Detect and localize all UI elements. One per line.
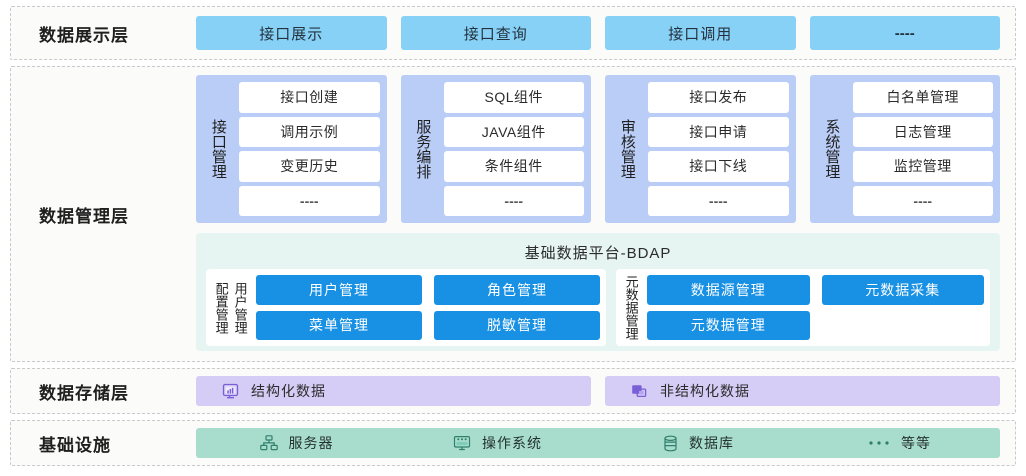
management-group-service-orchestration: 服务编排 SQL组件 JAVA组件 条件组件 ----: [400, 75, 591, 223]
management-item-java-component[interactable]: JAVA组件: [443, 116, 584, 147]
layer-presentation: 数据展示层 接口展示 接口查询 接口调用 ----: [10, 6, 1016, 60]
bdap-group-metadata-grid: 数据源管理 元数据采集 元数据管理: [643, 275, 984, 340]
bdap-panel-title: 基础数据平台-BDAP: [524, 245, 672, 262]
ellipsis-icon: [868, 439, 890, 447]
management-item-sql-component[interactable]: SQL组件: [443, 82, 584, 113]
structured-data-icon: [222, 383, 239, 400]
management-group-system-items: 白名单管理 日志管理 监控管理 ----: [852, 82, 993, 216]
layer-storage-body: 结构化数据 非结构化数据: [196, 369, 1015, 413]
management-item-change-history[interactable]: 变更历史: [239, 151, 380, 182]
bdap-panel: 基础数据平台-BDAP 配置管理 用户管理 用户管理 角色管理: [196, 233, 1000, 351]
layer-storage: 数据存储层 结构化数据: [10, 368, 1016, 414]
bdap-chip-user-management[interactable]: 用户管理: [256, 275, 422, 305]
presentation-chip-interface-query[interactable]: 接口查询: [400, 16, 591, 50]
bdap-chip-role-management[interactable]: 角色管理: [434, 275, 600, 305]
bdap-group-user-config-grid: 用户管理 角色管理 菜单管理 脱敏管理: [252, 275, 600, 340]
management-item-interface-offline[interactable]: 接口下线: [648, 151, 789, 182]
layer-infrastructure-body: 服务器 操作系统: [196, 421, 1015, 465]
infrastructure-item-database-label: 数据库: [689, 435, 734, 451]
infrastructure-bar: 服务器 操作系统: [196, 428, 1000, 458]
management-item-interface-publish[interactable]: 接口发布: [648, 82, 789, 113]
management-group-system: 系统管理 白名单管理 日志管理 监控管理 ----: [809, 75, 1000, 223]
presentation-chip-interface-invoke[interactable]: 接口调用: [605, 16, 796, 50]
management-group-system-title: 系统管理: [823, 119, 841, 179]
layer-infrastructure: 基础设施 服务器: [10, 420, 1016, 466]
layer-management-label: 数据管理层: [39, 206, 129, 226]
storage-chip-structured[interactable]: 结构化数据: [196, 376, 591, 406]
bdap-group-user-config-labels: 配置管理 用户管理: [212, 275, 248, 340]
infrastructure-item-database[interactable]: 数据库: [598, 433, 799, 453]
bdap-group-user-config: 配置管理 用户管理 用户管理 角色管理 菜单管理 脱敏管理: [206, 269, 606, 346]
bdap-chip-datasource-management[interactable]: 数据源管理: [647, 275, 810, 305]
management-item-log[interactable]: 日志管理: [852, 116, 993, 147]
bdap-row-4: 元数据管理: [647, 310, 985, 341]
management-group-interface-title: 接口管理: [209, 119, 227, 179]
layer-storage-label: 数据存储层: [39, 383, 129, 403]
bdap-chip-desensitization-management[interactable]: 脱敏管理: [434, 310, 600, 340]
bdap-chip-placeholder: [822, 311, 985, 341]
server-icon: [259, 434, 278, 452]
infrastructure-item-server[interactable]: 服务器: [196, 433, 397, 453]
management-groups-row: 接口管理 接口创建 调用示例 变更历史 ---- 服务编排 SQL组件 JAVA…: [196, 75, 1000, 223]
management-item-service-more[interactable]: ----: [443, 185, 584, 216]
bdap-chip-metadata-management[interactable]: 元数据管理: [647, 310, 810, 340]
management-item-system-more[interactable]: ----: [852, 185, 993, 216]
operating-system-icon: [453, 435, 471, 452]
layer-presentation-body: 接口展示 接口查询 接口调用 ----: [196, 7, 1015, 59]
presentation-chip-more[interactable]: ----: [809, 16, 1000, 50]
bdap-group-metadata-labels: 元数据管理: [622, 275, 639, 340]
management-group-interface-items: 接口创建 调用示例 变更历史 ----: [239, 82, 380, 216]
layer-presentation-label: 数据展示层: [39, 25, 129, 45]
management-group-audit-items: 接口发布 接口申请 接口下线 ----: [648, 82, 789, 216]
bdap-row-2: 菜单管理 脱敏管理: [256, 310, 600, 340]
management-item-monitor[interactable]: 监控管理: [852, 151, 993, 182]
bdap-label-user-management: 用户管理: [232, 281, 248, 334]
presentation-chip-interface-display[interactable]: 接口展示: [196, 16, 387, 50]
management-item-whitelist[interactable]: 白名单管理: [852, 82, 993, 113]
management-group-interface: 接口管理 接口创建 调用示例 变更历史 ----: [196, 75, 387, 223]
bdap-row-3: 数据源管理 元数据采集: [647, 275, 984, 305]
management-item-interface-apply[interactable]: 接口申请: [648, 116, 789, 147]
unstructured-data-icon: [631, 383, 648, 400]
bdap-row-1: 用户管理 角色管理: [256, 275, 600, 305]
management-group-audit: 审核管理 接口发布 接口申请 接口下线 ----: [605, 75, 796, 223]
bdap-group-metadata: 元数据管理 数据源管理 元数据采集 元数据管理: [616, 269, 990, 346]
management-item-invoke-example[interactable]: 调用示例: [239, 116, 380, 147]
management-group-service-orchestration-items: SQL组件 JAVA组件 条件组件 ----: [443, 82, 584, 216]
infrastructure-item-operating-system[interactable]: 操作系统: [397, 433, 598, 453]
infrastructure-item-etc[interactable]: 等等: [799, 433, 1000, 453]
management-item-interface-create[interactable]: 接口创建: [239, 82, 380, 113]
bdap-groups: 配置管理 用户管理 用户管理 角色管理 菜单管理 脱敏管理: [206, 269, 990, 346]
management-item-interface-more[interactable]: ----: [239, 185, 380, 216]
management-item-condition-component[interactable]: 条件组件: [443, 151, 584, 182]
management-group-audit-title: 审核管理: [618, 119, 636, 179]
bdap-chip-metadata-collection[interactable]: 元数据采集: [821, 275, 984, 305]
bdap-chip-menu-management[interactable]: 菜单管理: [256, 310, 422, 340]
layer-management-body: 接口管理 接口创建 调用示例 变更历史 ---- 服务编排 SQL组件 JAVA…: [196, 67, 1015, 361]
layer-infrastructure-label: 基础设施: [39, 435, 111, 455]
infrastructure-item-operating-system-label: 操作系统: [482, 435, 542, 451]
bdap-label-metadata-management: 元数据管理: [623, 275, 639, 340]
infrastructure-item-server-label: 服务器: [288, 435, 334, 451]
management-item-audit-more[interactable]: ----: [648, 185, 789, 216]
storage-chip-structured-label: 结构化数据: [251, 383, 326, 399]
storage-chip-unstructured-label: 非结构化数据: [660, 383, 750, 399]
storage-chip-unstructured[interactable]: 非结构化数据: [605, 376, 1000, 406]
management-group-service-orchestration-title: 服务编排: [414, 119, 432, 179]
infrastructure-item-etc-label: 等等: [901, 435, 931, 451]
bdap-label-config-management: 配置管理: [213, 281, 229, 334]
layer-management: 数据管理层 接口管理 接口创建 调用示例 变更历史 ---- 服务编排 SQL组…: [10, 66, 1016, 362]
database-icon: [663, 435, 678, 452]
